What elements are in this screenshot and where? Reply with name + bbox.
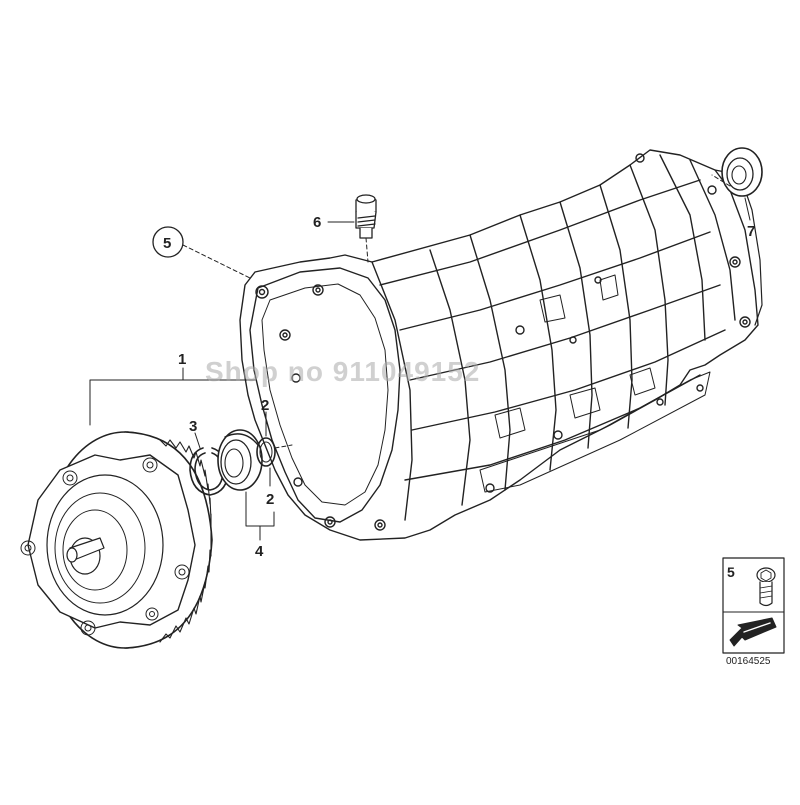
label-torque-converter: 1: [178, 351, 186, 368]
label-5-circle: [152, 226, 184, 258]
transmission-housing: [239, 149, 763, 541]
o-ring: [256, 437, 276, 467]
leader-lines: [89, 174, 751, 541]
inset-box: [722, 557, 785, 654]
torque-converter: [20, 431, 213, 649]
torx-bolt-icon: [756, 567, 776, 607]
diagram-id: 00164525: [726, 656, 771, 667]
inset-part-number: 5: [727, 564, 735, 580]
label-o-ring-upper: 2: [261, 397, 269, 414]
label-seal-set: 4: [255, 543, 264, 560]
label-breather-plug: 6: [313, 214, 321, 231]
label-output-shaft-seal: 7: [747, 223, 755, 240]
label-o-ring-lower: 2: [266, 491, 274, 508]
part-labels: 5 6 7 1 3 2 2 4: [152, 214, 755, 560]
breather-plug: [355, 194, 377, 239]
direction-arrow-icon: [729, 617, 777, 647]
label-snap-ring: 3: [189, 418, 197, 435]
label-housing-screw: 5: [163, 235, 171, 252]
shaft-seal: [217, 429, 263, 491]
output-shaft-seal: [721, 147, 763, 197]
